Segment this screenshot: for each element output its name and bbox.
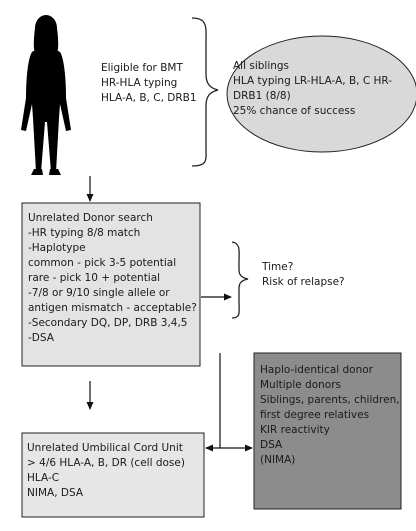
haplo-line-1: Haplo-identical donor xyxy=(260,364,373,376)
questions-text: Time? Risk of relapse? xyxy=(262,260,345,290)
unrelated-line-3: -Haplotype xyxy=(28,242,86,254)
eligibility-line-1: Eligible for BMT xyxy=(101,62,183,74)
eligibility-line-2: HR-HLA typing xyxy=(101,77,178,89)
unrelated-donor-text: Unrelated Donor search -HR typing 8/8 ma… xyxy=(28,211,197,346)
cord-line-1: Unrelated Umbilical Cord Unit xyxy=(27,442,183,454)
cord-line-3: HLA-C xyxy=(27,472,60,484)
question-time: Time? xyxy=(262,261,294,273)
unrelated-line-9: -DSA xyxy=(28,332,54,344)
haplo-line-4: first degree relatives xyxy=(260,409,370,421)
unrelated-line-2: -HR typing 8/8 match xyxy=(28,227,141,239)
haplo-line-3: Siblings, parents, children, xyxy=(260,394,400,406)
haplo-line-6: DSA xyxy=(260,439,283,451)
siblings-ellipse xyxy=(226,35,416,153)
unrelated-line-7: antigen mismatch - acceptable? xyxy=(28,302,197,314)
cord-line-4: NIMA, DSA xyxy=(27,487,83,499)
patient-silhouette-icon xyxy=(21,15,71,175)
eligibility-text: Eligible for BMT HR-HLA typing HLA-A, B,… xyxy=(101,61,197,106)
brace-eligibility xyxy=(191,17,219,167)
unrelated-line-1: Unrelated Donor search xyxy=(28,212,153,224)
haplo-text: Haplo-identical donor Multiple donors Si… xyxy=(260,363,400,468)
unrelated-donor-box xyxy=(21,202,201,367)
siblings-line-2: HLA typing LR-HLA-A, B, C HR- xyxy=(233,75,393,87)
siblings-line-4: 25% chance of success xyxy=(233,105,356,117)
unrelated-line-5: rare - pick 10 + potential xyxy=(28,272,161,284)
haplo-line-7: (NIMA) xyxy=(260,454,296,466)
eligibility-line-3: HLA-A, B, C, DRB1 xyxy=(101,92,197,104)
siblings-text: All siblings HLA typing LR-HLA-A, B, C H… xyxy=(233,59,392,119)
unrelated-line-8: -Secondary DQ, DP, DRB 3,4,5 xyxy=(28,317,188,329)
unrelated-line-6: -7/8 or 9/10 single allele or xyxy=(28,287,170,299)
siblings-line-3: DRB1 (8/8) xyxy=(233,90,291,102)
haplo-line-5: KIR reactivity xyxy=(260,424,330,436)
haplo-donor-box xyxy=(253,352,402,510)
siblings-line-1: All siblings xyxy=(233,60,290,72)
cord-unit-box xyxy=(21,432,205,518)
question-relapse: Risk of relapse? xyxy=(262,276,345,288)
haplo-line-2: Multiple donors xyxy=(260,379,342,391)
unrelated-line-4: common - pick 3-5 potential xyxy=(28,257,177,269)
cord-line-2: > 4/6 HLA-A, B, DR (cell dose) xyxy=(27,457,185,469)
cord-unit-text: Unrelated Umbilical Cord Unit > 4/6 HLA-… xyxy=(27,441,185,501)
brace-questions xyxy=(231,241,249,319)
